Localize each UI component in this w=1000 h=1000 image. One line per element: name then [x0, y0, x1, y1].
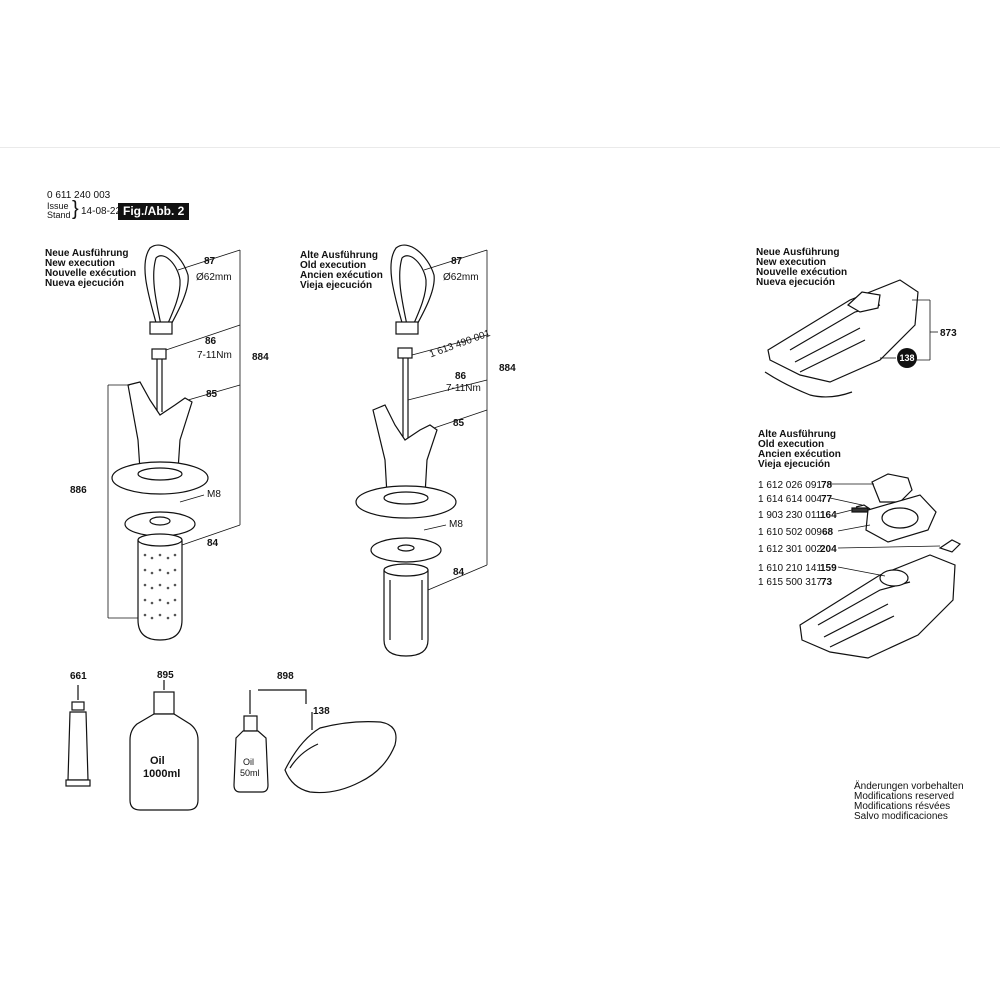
middle-label-84: 84: [453, 567, 465, 578]
right-new-heading-en: New execution: [756, 257, 827, 268]
left-grip-texture: [143, 553, 177, 620]
middle-label-m8: M8: [449, 519, 463, 530]
middle-bolt-86: [397, 347, 413, 440]
brace: }: [72, 198, 79, 220]
left-label-884: 884: [252, 352, 269, 363]
bottle-large-volume: 1000ml: [143, 768, 181, 780]
right-old-clip-204: [938, 539, 962, 553]
label-138: 138: [313, 706, 330, 717]
left-handle-head-85: [127, 381, 193, 471]
bottle-large-oil: Oil: [150, 755, 165, 767]
label-661: 661: [70, 671, 87, 682]
left-bolt-86: [151, 348, 167, 412]
left-heading-es: Nueva ejecución: [45, 278, 124, 289]
left-heading-en: New execution: [45, 258, 116, 269]
right-old-heading-fr: Ancien exécution: [758, 449, 841, 460]
footer-de: Änderungen vorbehalten: [854, 781, 964, 792]
right-old-order-4: 1 612 301 002: [758, 544, 822, 555]
middle-label-884: 884: [499, 363, 516, 374]
right-old-housing-73: [799, 554, 956, 659]
middle-label-86: 86: [455, 371, 467, 382]
middle-heading-de: Alte Ausführung: [300, 250, 378, 261]
right-new-heading-fr: Nouvelle exécution: [756, 267, 848, 278]
middle-heading-fr: Ancien exécution: [300, 270, 383, 281]
middle-label-85: 85: [453, 418, 465, 429]
left-label-886: 886: [70, 485, 87, 496]
right-old-heading-de: Alte Ausführung: [758, 429, 836, 440]
left-label-torque: 7-11Nm: [197, 350, 232, 361]
label-895: 895: [157, 670, 174, 681]
middle-heading-es: Vieja ejecución: [300, 280, 373, 291]
issue-label: Issue: [47, 201, 69, 211]
left-flange: [111, 461, 209, 495]
right-old-knob-78: [871, 473, 913, 503]
bottle-small-volume: 50ml: [240, 768, 260, 778]
left-heading-de: Neue Ausführung: [45, 248, 129, 259]
oil-bottle-50ml: [233, 689, 307, 793]
left-label-84: 84: [207, 538, 219, 549]
footer-es: Salvo modificaciones: [854, 811, 948, 822]
right-old-pos-5: 159: [820, 563, 837, 574]
middle-handle-head-85: [372, 404, 438, 496]
right-old-order-2: 1 903 230 011: [758, 510, 822, 521]
right-old-order-1: 1 614 614 004: [758, 494, 822, 505]
right-old-pos-0: 78: [821, 480, 833, 491]
left-washer: [124, 511, 196, 537]
right-old-pos-6: 73: [821, 577, 833, 588]
footer-en: Modifications reserved: [854, 791, 955, 802]
right-old-leaders: [829, 483, 941, 577]
page-separator: [0, 147, 1000, 148]
right-new-badge-138: 138: [897, 348, 917, 368]
middle-heading-en: Old execution: [300, 260, 367, 271]
left-label-87: 87: [204, 256, 216, 267]
footer-fr: Modifications résvées: [854, 801, 951, 812]
right-new-housing: [764, 279, 919, 398]
right-old-seal-68: [865, 494, 937, 543]
grease-tube-661: [65, 685, 91, 787]
left-strap-87: [144, 244, 189, 335]
middle-leaders: [407, 249, 488, 591]
right-new-label-873: 873: [940, 328, 957, 339]
middle-label-torque: 7-11Nm: [446, 383, 481, 394]
middle-label-87: 87: [451, 256, 463, 267]
left-label-86: 86: [205, 336, 217, 347]
part-number: 0 611 240 003: [47, 190, 111, 201]
middle-strap-87: [390, 244, 435, 335]
left-heading-fr: Nouvelle exécution: [45, 268, 137, 279]
left-leaders: [107, 249, 241, 619]
cleaning-cloth-138: [284, 712, 397, 794]
bottle-small-oil: Oil: [243, 757, 254, 767]
right-old-order-3: 1 610 502 009: [758, 527, 822, 538]
middle-grip-84: [383, 563, 429, 657]
right-old-order-0: 1 612 026 091: [758, 480, 822, 491]
issue-date: 14-08-22: [81, 206, 122, 217]
right-old-heading-en: Old execution: [758, 439, 825, 450]
stand-label: Stand: [47, 210, 71, 220]
right-old-pos-4: 204: [820, 544, 837, 555]
right-old-spring-164: [851, 504, 871, 513]
left-grip-84: [137, 533, 183, 641]
right-new-heading-de: Neue Ausführung: [756, 247, 840, 258]
right-old-pos-2: 164: [820, 510, 837, 521]
left-label-diameter: Ø62mm: [196, 272, 232, 283]
middle-washer: [370, 537, 442, 563]
right-new-heading-es: Nueva ejecución: [756, 277, 835, 288]
right-old-order-6: 1 615 500 317: [758, 577, 822, 588]
right-old-pos-1: 77: [821, 494, 833, 505]
middle-flange: [355, 485, 457, 519]
left-label-m8: M8: [207, 489, 221, 500]
left-label-85: 85: [206, 389, 218, 400]
right-old-order-5: 1 610 210 141: [758, 563, 822, 574]
middle-label-diameter: Ø62mm: [443, 272, 479, 283]
figure-label: Fig./Abb. 2: [118, 203, 190, 220]
right-old-heading-es: Vieja ejecución: [758, 459, 831, 470]
oil-bottle-1000ml: [129, 680, 199, 811]
right-new-leaders: [880, 299, 938, 361]
right-old-pos-3: 68: [822, 527, 834, 538]
label-898: 898: [277, 671, 294, 682]
